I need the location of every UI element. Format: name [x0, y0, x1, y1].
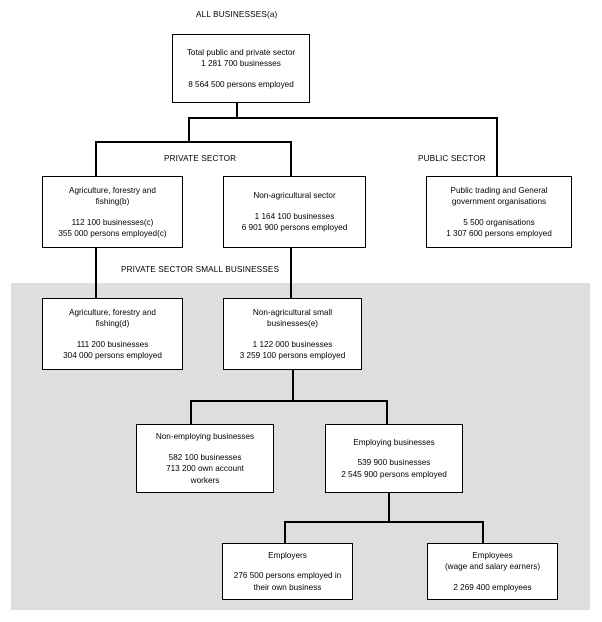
- node-private-agriculture-stats: 112 100 businesses(c) 355 000 persons em…: [58, 217, 167, 239]
- node-employing-businesses: Employing businesses 539 900 businesses …: [325, 424, 463, 493]
- connector-level2-bar: [188, 117, 498, 119]
- node-all-businesses-stats: 8 564 500 persons employed: [188, 79, 294, 89]
- connector-private-sector-bar: [95, 141, 292, 143]
- connector-public-branch-down: [496, 117, 498, 176]
- section-label-private-sector-small-businesses: PRIVATE SECTOR SMALL BUSINESSES: [121, 265, 280, 274]
- connector-employing-down: [386, 400, 388, 424]
- connector-employees-down: [482, 521, 484, 543]
- node-small-nonagricultural-stats: 1 122 000 businesses 3 259 100 persons e…: [239, 339, 346, 361]
- node-small-agriculture: Agriculture, forestry and fishing(d) 111…: [42, 298, 183, 370]
- node-small-nonagricultural: Non-agricultural small businesses(e) 1 1…: [223, 298, 362, 370]
- section-label-private-sector: PRIVATE SECTOR: [164, 154, 237, 163]
- node-public-sector-stats: 5 500 organisations 1 307 600 persons em…: [446, 217, 552, 239]
- node-non-employing-businesses: Non-employing businesses 582 100 busines…: [136, 424, 274, 493]
- node-non-employing-businesses-title: Non-employing businesses: [155, 432, 255, 441]
- node-private-nonagricultural-stats: 1 164 100 businesses 6 901 900 persons e…: [241, 211, 348, 233]
- connector-nonagricultural-to-small-nonagricultural: [290, 248, 292, 298]
- node-employees: Employees (wage and salary earners) 2 26…: [427, 543, 558, 600]
- node-private-agriculture-title: Agriculture, forestry and fishing(b): [69, 185, 156, 207]
- connector-private-nonagricultural-down: [290, 141, 292, 177]
- connector-allbusinesses-down: [236, 103, 238, 119]
- node-employers-stats: 276 500 persons employed in their own bu…: [233, 571, 342, 592]
- node-public-sector: Public trading and General government or…: [426, 176, 572, 248]
- node-small-nonagricultural-title: Non-agricultural small businesses(e): [252, 307, 333, 329]
- connector-employers-employees-bar: [284, 521, 484, 523]
- node-private-nonagricultural: Non-agricultural sector 1 164 100 busine…: [223, 176, 366, 248]
- node-small-agriculture-title: Agriculture, forestry and fishing(d): [69, 307, 156, 329]
- node-employing-businesses-stats: 539 900 businesses 2 545 900 persons emp…: [341, 458, 447, 479]
- node-private-agriculture: Agriculture, forestry and fishing(b) 112…: [42, 176, 183, 248]
- connector-nonemploying-down: [190, 400, 192, 424]
- node-non-employing-businesses-stats: 582 100 businesses 713 200 own account w…: [166, 452, 244, 485]
- node-employees-stats: 2 269 400 employees: [453, 582, 532, 592]
- section-label-public-sector: PUBLIC SECTOR: [418, 154, 486, 163]
- node-all-businesses-title: Total public and private sector 1 281 70…: [186, 47, 296, 69]
- node-employees-title: Employees (wage and salary earners): [444, 550, 541, 572]
- diagram-title-all-businesses: ALL BUSINESSES(a): [196, 10, 278, 19]
- node-small-agriculture-stats: 111 200 businesses 304 000 persons emplo…: [63, 339, 162, 361]
- connector-private-agriculture-down: [95, 141, 97, 177]
- node-employing-businesses-title: Employing businesses: [353, 437, 435, 447]
- connector-employing-split-bar: [190, 400, 387, 402]
- node-public-sector-title: Public trading and General government or…: [450, 185, 548, 207]
- node-employers-title: Employers: [268, 550, 307, 560]
- node-all-businesses: Total public and private sector 1 281 70…: [172, 34, 310, 103]
- connector-agriculture-to-small-agriculture: [95, 248, 97, 298]
- connector-employing-businesses-down: [388, 493, 390, 522]
- connector-private-branch-down: [188, 117, 190, 142]
- node-private-nonagricultural-title: Non-agricultural sector: [253, 191, 336, 201]
- connector-small-nonagricultural-down: [292, 370, 294, 401]
- connector-employers-down: [284, 521, 286, 543]
- node-employers: Employers 276 500 persons employed in th…: [222, 543, 353, 600]
